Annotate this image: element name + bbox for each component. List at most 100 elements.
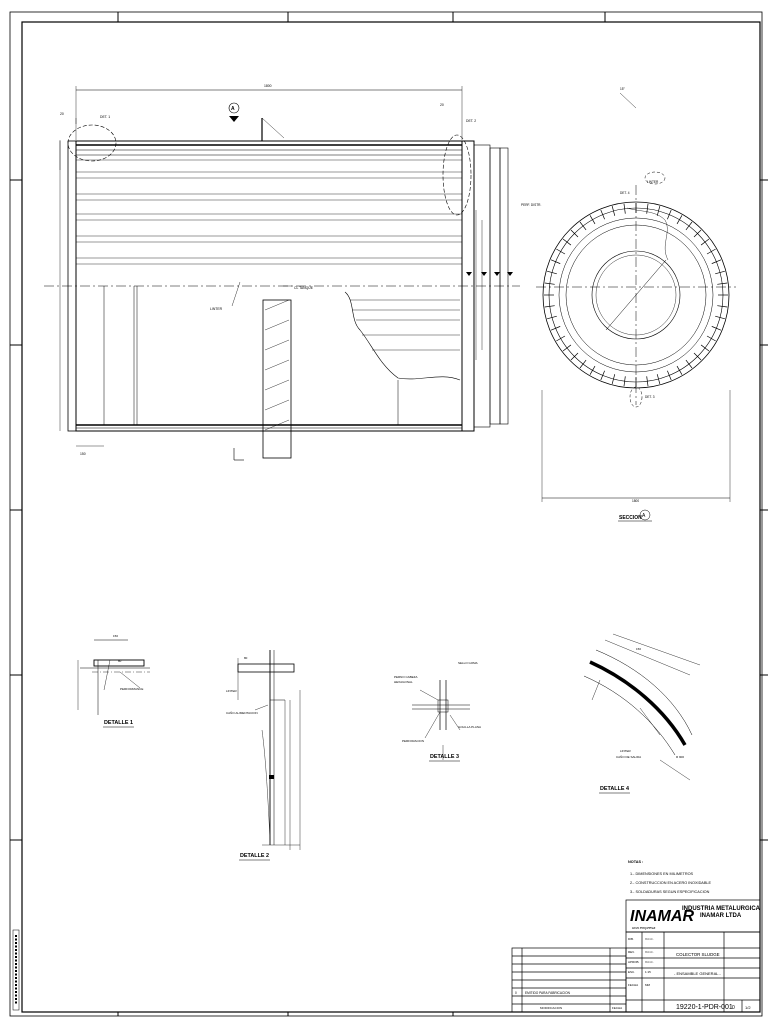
section-view-caption: SECCION A bbox=[618, 509, 652, 522]
svg-text:LINTER: LINTER bbox=[210, 307, 223, 311]
side-view-labels: 1800 20 20 LINTER CL TANQUE 150 DET. 1 D… bbox=[60, 84, 476, 456]
stud-tick bbox=[715, 270, 725, 275]
svg-text:R 900: R 900 bbox=[676, 755, 684, 759]
section-marker-label: A bbox=[231, 106, 235, 112]
stud-tick bbox=[676, 365, 683, 375]
svg-text:1800: 1800 bbox=[264, 84, 272, 88]
stud-tick bbox=[646, 376, 649, 387]
detail-1-drawing bbox=[77, 639, 150, 715]
notes: NOTAS : 1.- DIMENSIONES EN MILIMETROS 2.… bbox=[628, 860, 711, 894]
revision-row-number: 0 bbox=[515, 991, 517, 995]
logo: INAMAR una empresa bbox=[630, 905, 694, 930]
svg-text:1800: 1800 bbox=[632, 499, 639, 503]
svg-text:CL TANQUE: CL TANQUE bbox=[294, 286, 314, 290]
stud-tick bbox=[706, 335, 716, 342]
svg-text:150: 150 bbox=[80, 452, 86, 456]
company-name-1: INDUSTRIA METALURGICA bbox=[682, 906, 761, 912]
svg-text:GOLILLA PLANA: GOLILLA PLANA bbox=[458, 725, 481, 729]
stud-tick bbox=[667, 370, 672, 381]
svg-text:CAÑO DE SALIDA: CAÑO DE SALIDA bbox=[616, 754, 641, 759]
stud-tick bbox=[693, 229, 702, 238]
margin-stamp bbox=[12, 929, 20, 1011]
detail-2-drawing bbox=[237, 650, 301, 850]
detail-4-caption: DETALLE 4 bbox=[600, 786, 629, 792]
drawing-title: COLECTOR SLUDGE bbox=[676, 952, 720, 957]
detail-2-caption: DETALLE 2 bbox=[240, 853, 269, 859]
stud-tick bbox=[579, 359, 587, 369]
stud-tick bbox=[667, 209, 672, 220]
stud-tick bbox=[611, 206, 616, 216]
field-value-4: 1:15 bbox=[645, 970, 651, 974]
detail-captions: DETALLE 1 DETALLE 2 DETALLE 3 DETALLE 4 bbox=[103, 720, 630, 861]
svg-text:15°: 15° bbox=[620, 87, 626, 91]
note-line-1: 1.- DIMENSIONES EN MILIMETROS bbox=[630, 872, 694, 876]
stud-tick bbox=[556, 335, 566, 342]
logo-wordmark: INAMAR bbox=[630, 908, 694, 925]
stud-tick bbox=[544, 305, 555, 308]
stud-tick bbox=[700, 344, 710, 352]
stud-tick bbox=[623, 376, 626, 387]
detail-4-drawing bbox=[583, 633, 701, 781]
stud-tick bbox=[706, 248, 716, 255]
field-value-1: V.C.C. bbox=[645, 937, 654, 941]
field-value-2: V.C.C. bbox=[645, 950, 654, 954]
sheet-code: 1/2 bbox=[745, 1005, 751, 1010]
svg-text:CAÑO ALIMENTACION: CAÑO ALIMENTACION bbox=[226, 710, 258, 715]
detail-3-caption: DETALLE 3 bbox=[430, 754, 459, 760]
stud-tick bbox=[579, 221, 587, 231]
notes-heading: NOTAS : bbox=[628, 860, 643, 864]
stud-tick bbox=[715, 315, 725, 320]
stud-tick bbox=[711, 326, 722, 331]
stud-tick bbox=[589, 215, 596, 225]
note-line-3: 3.- SOLDADURAS SEGUN ESPECIFICACION bbox=[630, 890, 710, 894]
svg-text:LINTER: LINTER bbox=[620, 749, 632, 753]
end-view-labels: 1800 PERF. DISTR. DET. 4 LINTER DET. 3 1… bbox=[521, 87, 659, 503]
revision-number: 0 bbox=[732, 1005, 735, 1011]
svg-text:PERF. DISTR.: PERF. DISTR. bbox=[521, 203, 541, 207]
svg-text:20: 20 bbox=[60, 112, 64, 116]
stud-tick bbox=[562, 238, 572, 246]
stud-tick bbox=[550, 259, 561, 264]
stud-tick bbox=[656, 374, 661, 384]
stud-tick bbox=[685, 221, 693, 231]
stud-tick bbox=[547, 270, 557, 275]
stud-tick bbox=[556, 248, 566, 255]
detail-1-labels: 150 PERFORMANCE 80 bbox=[113, 634, 143, 691]
sheet-border bbox=[9, 11, 768, 1017]
field-value-3: V.C.C. bbox=[645, 960, 654, 964]
svg-text:DET. 4: DET. 4 bbox=[620, 191, 630, 195]
logo-tagline: una empresa bbox=[632, 925, 656, 930]
svg-text:80: 80 bbox=[244, 656, 248, 660]
svg-text:20: 20 bbox=[440, 103, 444, 107]
field-label-2: REV. bbox=[628, 950, 635, 954]
stud-tick bbox=[600, 209, 605, 220]
stud-ring bbox=[544, 203, 728, 387]
company-name-2: INAMAR LTDA bbox=[700, 913, 742, 919]
field-value-5: MM bbox=[645, 983, 650, 987]
svg-text:PERFORMANCE: PERFORMANCE bbox=[120, 687, 143, 691]
revision-row-description: EMITIDO PARA FABRICACION bbox=[525, 991, 571, 995]
stud-tick bbox=[562, 344, 572, 352]
field-label-3: APROB. bbox=[628, 960, 640, 964]
svg-text:150: 150 bbox=[113, 634, 118, 638]
stud-tick bbox=[550, 326, 561, 331]
svg-text:PERNO CABEZA: PERNO CABEZA bbox=[394, 675, 418, 679]
detail-3-drawing bbox=[412, 680, 470, 760]
title-block-text: INDUSTRIA METALURGICA INAMAR LTDA COLECT… bbox=[515, 906, 761, 1011]
svg-text:80: 80 bbox=[118, 659, 122, 663]
svg-text:LINTER: LINTER bbox=[647, 180, 659, 184]
footer-label-modification: MODIFICACION bbox=[540, 1006, 562, 1010]
svg-text:SECCION: SECCION bbox=[619, 515, 642, 521]
section-caption-label: A bbox=[642, 513, 646, 519]
stud-tick bbox=[656, 206, 661, 216]
detail-4-labels: 150 LINTER CAÑO DE SALIDA R 900 bbox=[616, 647, 684, 759]
svg-text:150: 150 bbox=[636, 647, 641, 651]
field-label-1: DIB. bbox=[628, 937, 634, 941]
field-label-4: ESC. bbox=[628, 970, 635, 974]
drawing-number: 19220-1-PDR-001 bbox=[676, 1004, 733, 1011]
stud-tick bbox=[646, 203, 649, 214]
svg-text:LINTER: LINTER bbox=[226, 689, 238, 693]
svg-text:PERFORACION: PERFORACION bbox=[402, 739, 424, 743]
stud-tick bbox=[547, 315, 557, 320]
